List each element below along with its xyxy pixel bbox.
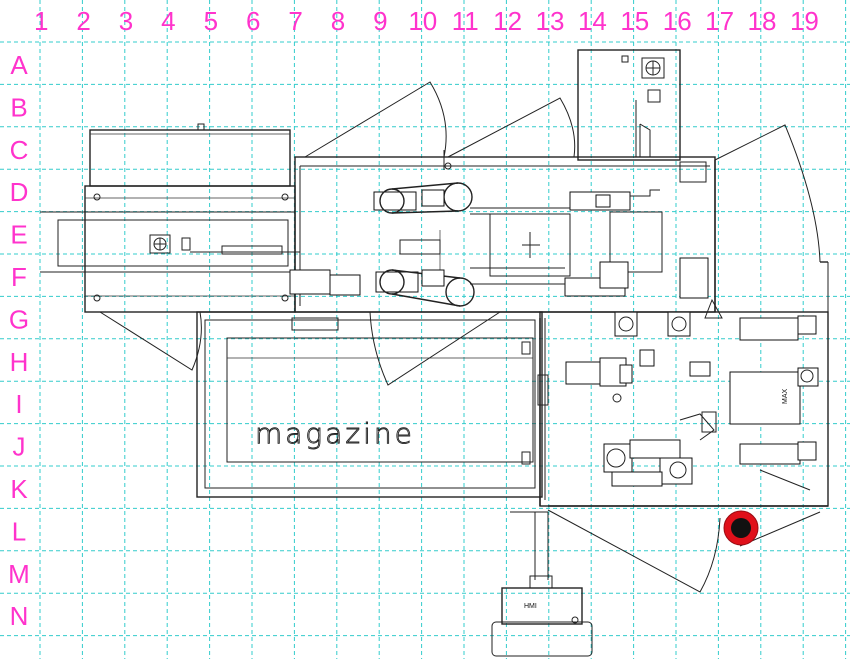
column-label: 17	[705, 6, 734, 36]
row-label: J	[13, 432, 26, 462]
conveyor-cover	[89, 129, 291, 187]
column-label: 16	[663, 6, 692, 36]
magazine-area	[226, 337, 534, 463]
guard-door-left	[304, 81, 447, 158]
motor-tag: MAX	[782, 389, 789, 405]
upper-belt-drive	[373, 182, 660, 215]
column-label: 18	[748, 6, 777, 36]
row-label: N	[10, 601, 29, 631]
column-label: 15	[620, 6, 649, 36]
row-label: E	[10, 220, 27, 250]
row-label: K	[10, 474, 28, 504]
column-label: 6	[246, 6, 260, 36]
column-label: 2	[76, 6, 90, 36]
guard-door-right	[714, 124, 821, 263]
row-label: D	[10, 177, 29, 207]
row-label: F	[11, 262, 27, 292]
emergency-stop-cap	[731, 518, 751, 538]
machine-outline: MAX magazine	[40, 49, 829, 657]
column-label: 5	[204, 6, 218, 36]
row-label: G	[9, 304, 29, 334]
row-label: B	[10, 92, 27, 122]
hmi-panel	[501, 587, 583, 625]
column-label: 14	[578, 6, 607, 36]
cabinet-fan-icon	[641, 57, 665, 79]
row-label: C	[10, 135, 29, 165]
column-label: 12	[493, 6, 522, 36]
column-label: 9	[373, 6, 387, 36]
column-label: 13	[536, 6, 565, 36]
lower-belt-drive	[289, 239, 626, 307]
magazine-frame	[196, 311, 543, 498]
column-label: 7	[288, 6, 302, 36]
column-label: 8	[331, 6, 345, 36]
magazine-label: magazine	[255, 417, 415, 450]
hmi-label: HMI	[524, 603, 537, 610]
column-label: 19	[790, 6, 819, 36]
row-label: H	[10, 347, 29, 377]
row-label: A	[10, 50, 28, 80]
column-label: 3	[119, 6, 133, 36]
column-label: 11	[452, 6, 479, 36]
row-label: L	[12, 516, 26, 546]
row-label: I	[15, 389, 22, 419]
column-label: 10	[408, 6, 437, 36]
column-label: 1	[34, 6, 48, 36]
row-label: M	[8, 559, 30, 589]
column-label: 4	[161, 6, 175, 36]
control-cabinet	[577, 49, 681, 161]
fan-icon	[149, 234, 171, 254]
